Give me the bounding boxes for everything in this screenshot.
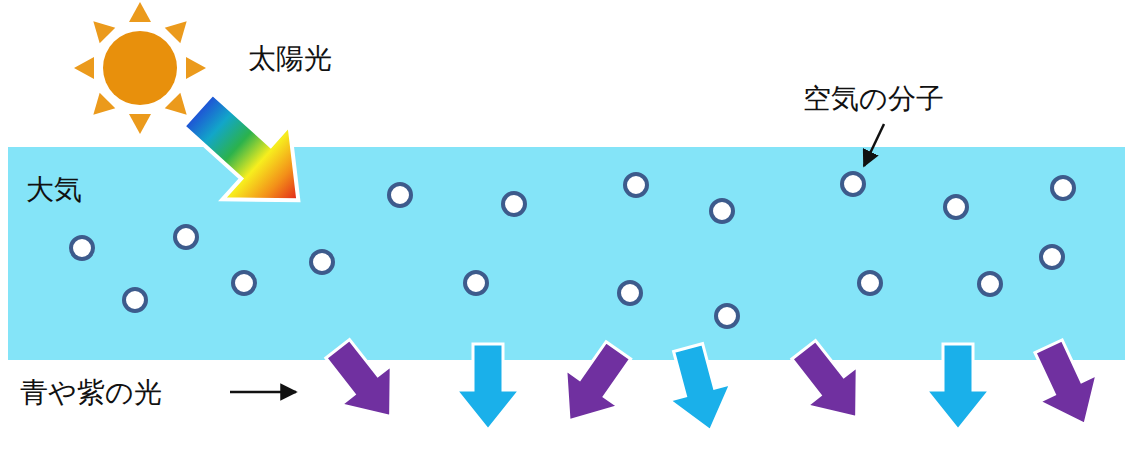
text-label: 青や紫の光 <box>20 374 162 412</box>
air-molecules <box>71 173 1074 327</box>
leader-arrow <box>864 124 884 166</box>
atmosphere-band: 大気 <box>8 147 1125 360</box>
text-label: 空気の分子 <box>803 80 944 118</box>
leader-arrow <box>230 391 296 394</box>
band-label: 大気 <box>26 171 82 209</box>
text-label: 太陽光 <box>248 40 332 78</box>
scattered-light-arrows <box>312 329 1113 439</box>
sunlight-arrow <box>165 73 332 238</box>
sun <box>74 2 206 134</box>
